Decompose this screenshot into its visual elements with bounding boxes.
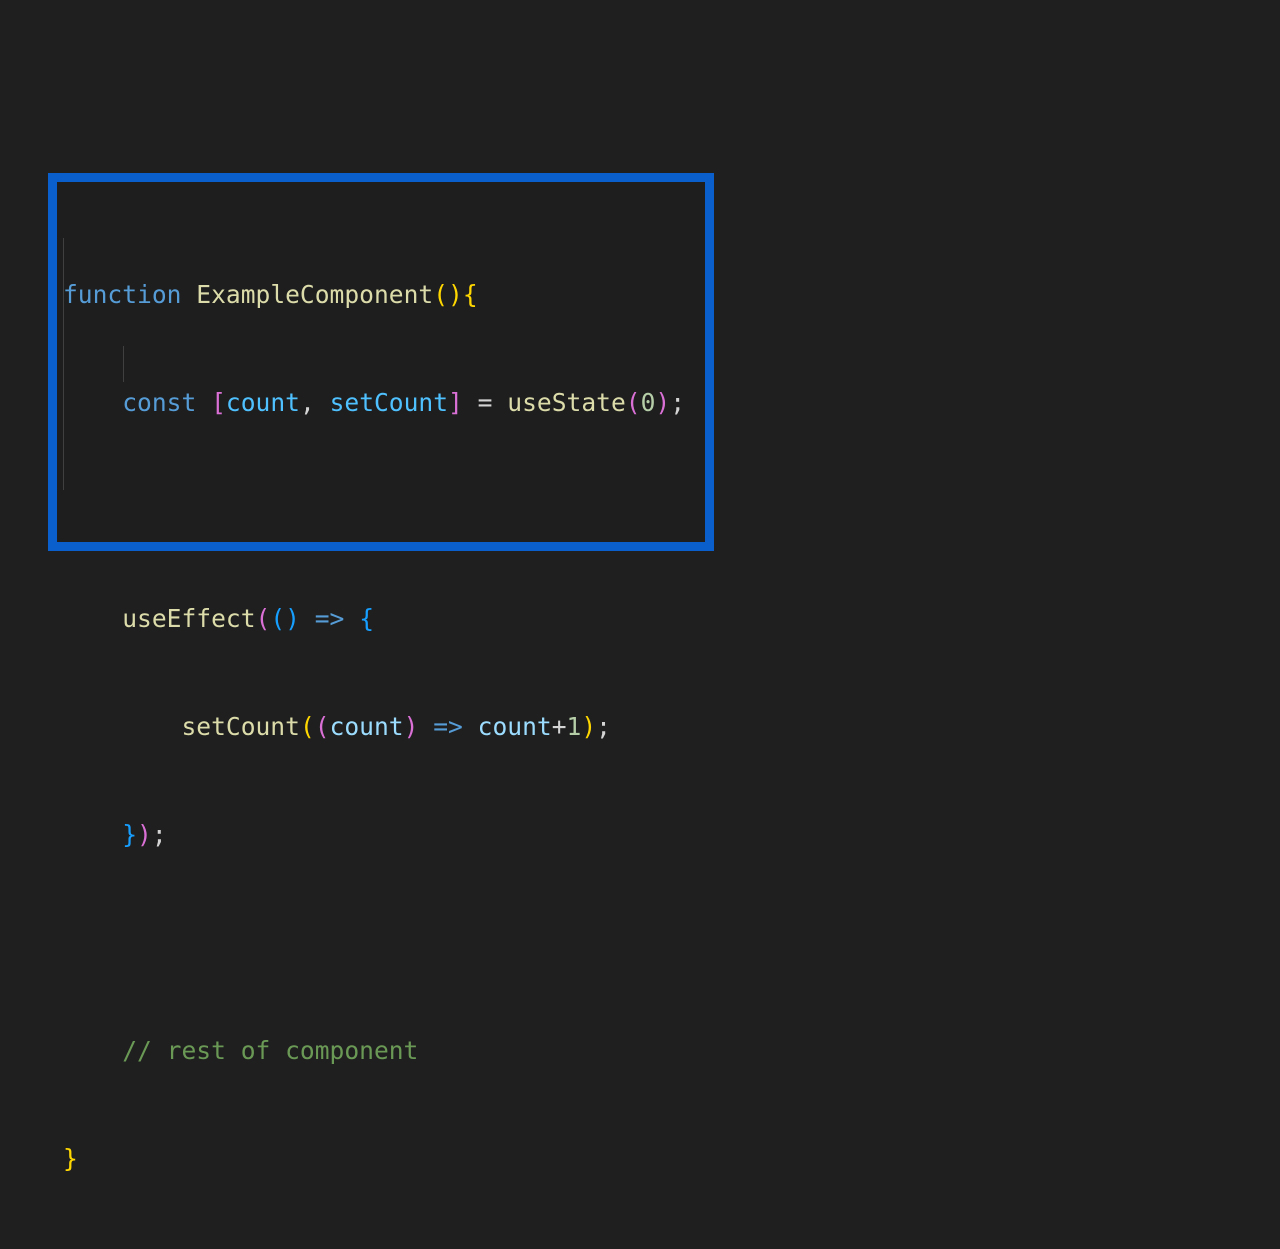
token-parameter: count bbox=[329, 712, 404, 741]
token-function-name: ExampleComponent bbox=[196, 280, 434, 309]
token-number: 0 bbox=[640, 388, 656, 417]
token-keyword: function bbox=[63, 280, 182, 309]
token-paren: ) bbox=[655, 388, 671, 417]
token-brace: } bbox=[63, 1144, 78, 1173]
token-variable: count bbox=[225, 388, 300, 417]
token-paren: ) bbox=[403, 712, 419, 741]
code-line-7 bbox=[63, 925, 685, 961]
token-operator: + bbox=[551, 712, 567, 741]
token-punct: , bbox=[299, 388, 315, 417]
token-variable: setCount bbox=[329, 388, 449, 417]
code-line-1: function ExampleComponent(){ bbox=[63, 277, 685, 313]
code-line-8: // rest of component bbox=[63, 1033, 685, 1069]
token-paren: ( bbox=[625, 388, 641, 417]
code-line-5: setCount((count) => count+1); bbox=[63, 709, 685, 745]
token-paren: ) bbox=[137, 820, 152, 849]
token-paren: ( bbox=[299, 712, 315, 741]
token-arrow: => bbox=[314, 604, 345, 633]
token-comment: // rest of component bbox=[122, 1036, 419, 1065]
token-punct: ; bbox=[596, 712, 611, 741]
token-paren: ) bbox=[581, 712, 597, 741]
token-brace: { bbox=[359, 604, 374, 633]
indent-guide-outer bbox=[63, 238, 64, 490]
code-line-3 bbox=[63, 493, 685, 529]
code-line-2: const [count, setCount] = useState(0); bbox=[63, 385, 685, 421]
token-function-call: setCount bbox=[181, 712, 300, 741]
token-punct: ; bbox=[151, 820, 167, 849]
token-brace: } bbox=[122, 820, 138, 849]
code-snippet-frame: function ExampleComponent(){ const [coun… bbox=[48, 173, 714, 1173]
token-paren: ( bbox=[270, 604, 286, 633]
token-arrow: => bbox=[433, 712, 463, 741]
token-brace: { bbox=[462, 280, 478, 309]
code-line-9: } bbox=[63, 1141, 685, 1177]
token-operator: = bbox=[477, 388, 493, 417]
token-function-call: useEffect bbox=[122, 604, 256, 633]
indent-guide-inner bbox=[123, 346, 124, 382]
token-bracket: [ bbox=[211, 388, 226, 417]
code-line-6: }); bbox=[63, 817, 685, 853]
token-function-call: useState bbox=[507, 388, 626, 417]
token-paren: ( bbox=[255, 604, 271, 633]
code-line-4: useEffect(() => { bbox=[63, 601, 685, 637]
token-number: 1 bbox=[566, 712, 582, 741]
token-paren: ) bbox=[285, 604, 300, 633]
token-paren: ) bbox=[448, 280, 463, 309]
token-variable: count bbox=[477, 712, 552, 741]
code-block: function ExampleComponent(){ const [coun… bbox=[63, 205, 685, 1249]
token-bracket: ] bbox=[448, 388, 463, 417]
token-punct: ; bbox=[670, 388, 686, 417]
token-paren: ( bbox=[314, 712, 330, 741]
token-keyword: const bbox=[122, 388, 197, 417]
token-paren: ( bbox=[433, 280, 449, 309]
